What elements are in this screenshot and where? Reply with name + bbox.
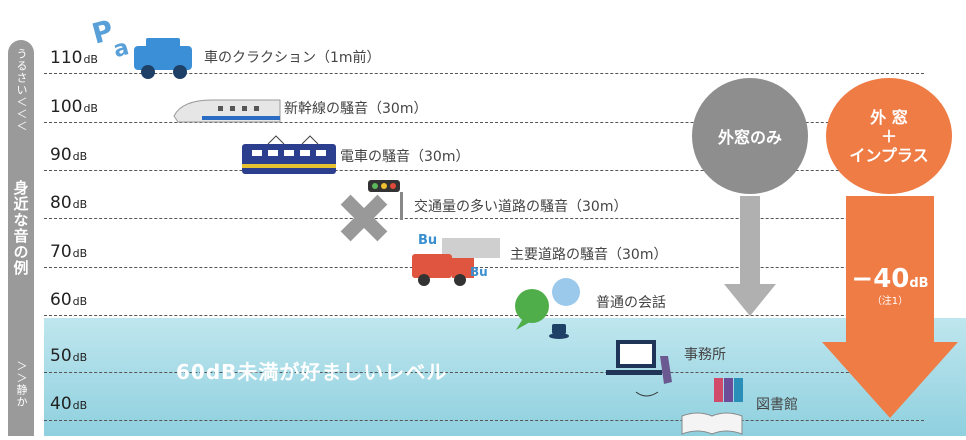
- car-horn-icon: P a: [92, 14, 192, 79]
- reduction-value-block: −40dB （注1）: [840, 264, 940, 307]
- books-icon: [681, 378, 743, 435]
- trucks-icon: Bu Bu: [412, 233, 500, 286]
- db-label-80: 80dB: [50, 193, 88, 213]
- source-label-bullet-train: 新幹線の騒音（30m）: [284, 101, 428, 117]
- db-label-50: 50dB: [50, 346, 88, 366]
- speech-bubbles-icon: [515, 278, 580, 339]
- inplus-arrow-icon: [822, 196, 958, 418]
- source-label-office: 事務所: [684, 347, 726, 363]
- quiet-zone-message: 60dB未満が好ましいレベル: [176, 360, 448, 384]
- db-label-40: 40dB: [50, 394, 88, 414]
- scale-line-90: [44, 170, 924, 171]
- reduction-note: （注1）: [871, 296, 909, 307]
- inplus-line-2: ＋: [880, 126, 897, 146]
- train-icon: [242, 135, 336, 174]
- inplus-circle: 外 窓 ＋ インプラス: [826, 78, 952, 194]
- side-bar-title: 身近な音の例: [11, 180, 30, 276]
- window-only-circle: 外窓のみ: [692, 78, 808, 194]
- scale-line-40: [44, 420, 924, 421]
- source-label-library: 図書館: [756, 397, 798, 413]
- svg-text:Bu: Bu: [418, 233, 437, 248]
- scale-line-50: [44, 372, 924, 373]
- source-label-train: 電車の騒音（30m）: [340, 149, 470, 165]
- source-label-car-horn: 車のクラクション（1m前）: [204, 50, 381, 66]
- scale-line-70: [44, 267, 924, 268]
- bullet-train-icon: [173, 99, 281, 123]
- db-label-60: 60dB: [50, 290, 88, 310]
- db-label-70: 70dB: [50, 242, 88, 262]
- svg-text:Bu: Bu: [470, 265, 488, 279]
- side-bar: うるさい＜＜＜ 身近な音の例 ＞＞静か: [8, 40, 34, 436]
- svg-text:a: a: [111, 35, 132, 63]
- db-label-110: 110dB: [50, 48, 98, 68]
- quiet-zone-background: [44, 318, 966, 436]
- scale-line-110: [44, 73, 924, 74]
- source-label-main-road: 主要道路の騒音（30m）: [510, 247, 668, 263]
- window-only-arrow-icon: [724, 196, 776, 316]
- inplus-line-3: インプラス: [849, 145, 929, 165]
- side-bar-loud-label: うるさい＜＜＜: [15, 48, 28, 132]
- scale-line-60: [44, 315, 924, 316]
- db-label-90: 90dB: [50, 145, 88, 165]
- source-label-conversation: 普通の会話: [596, 295, 666, 311]
- reduction-value: −40dB: [851, 264, 929, 294]
- office-desk-icon: [606, 340, 672, 397]
- side-bar-quiet-label: ＞＞静か: [15, 360, 28, 408]
- scale-line-100: [44, 122, 924, 123]
- db-label-100: 100dB: [50, 97, 98, 117]
- scale-line-80: [44, 218, 924, 219]
- source-label-traffic-road: 交通量の多い道路の騒音（30m）: [414, 199, 628, 215]
- traffic-signal-icon: [340, 180, 403, 242]
- inplus-line-1: 外 窓: [870, 107, 908, 127]
